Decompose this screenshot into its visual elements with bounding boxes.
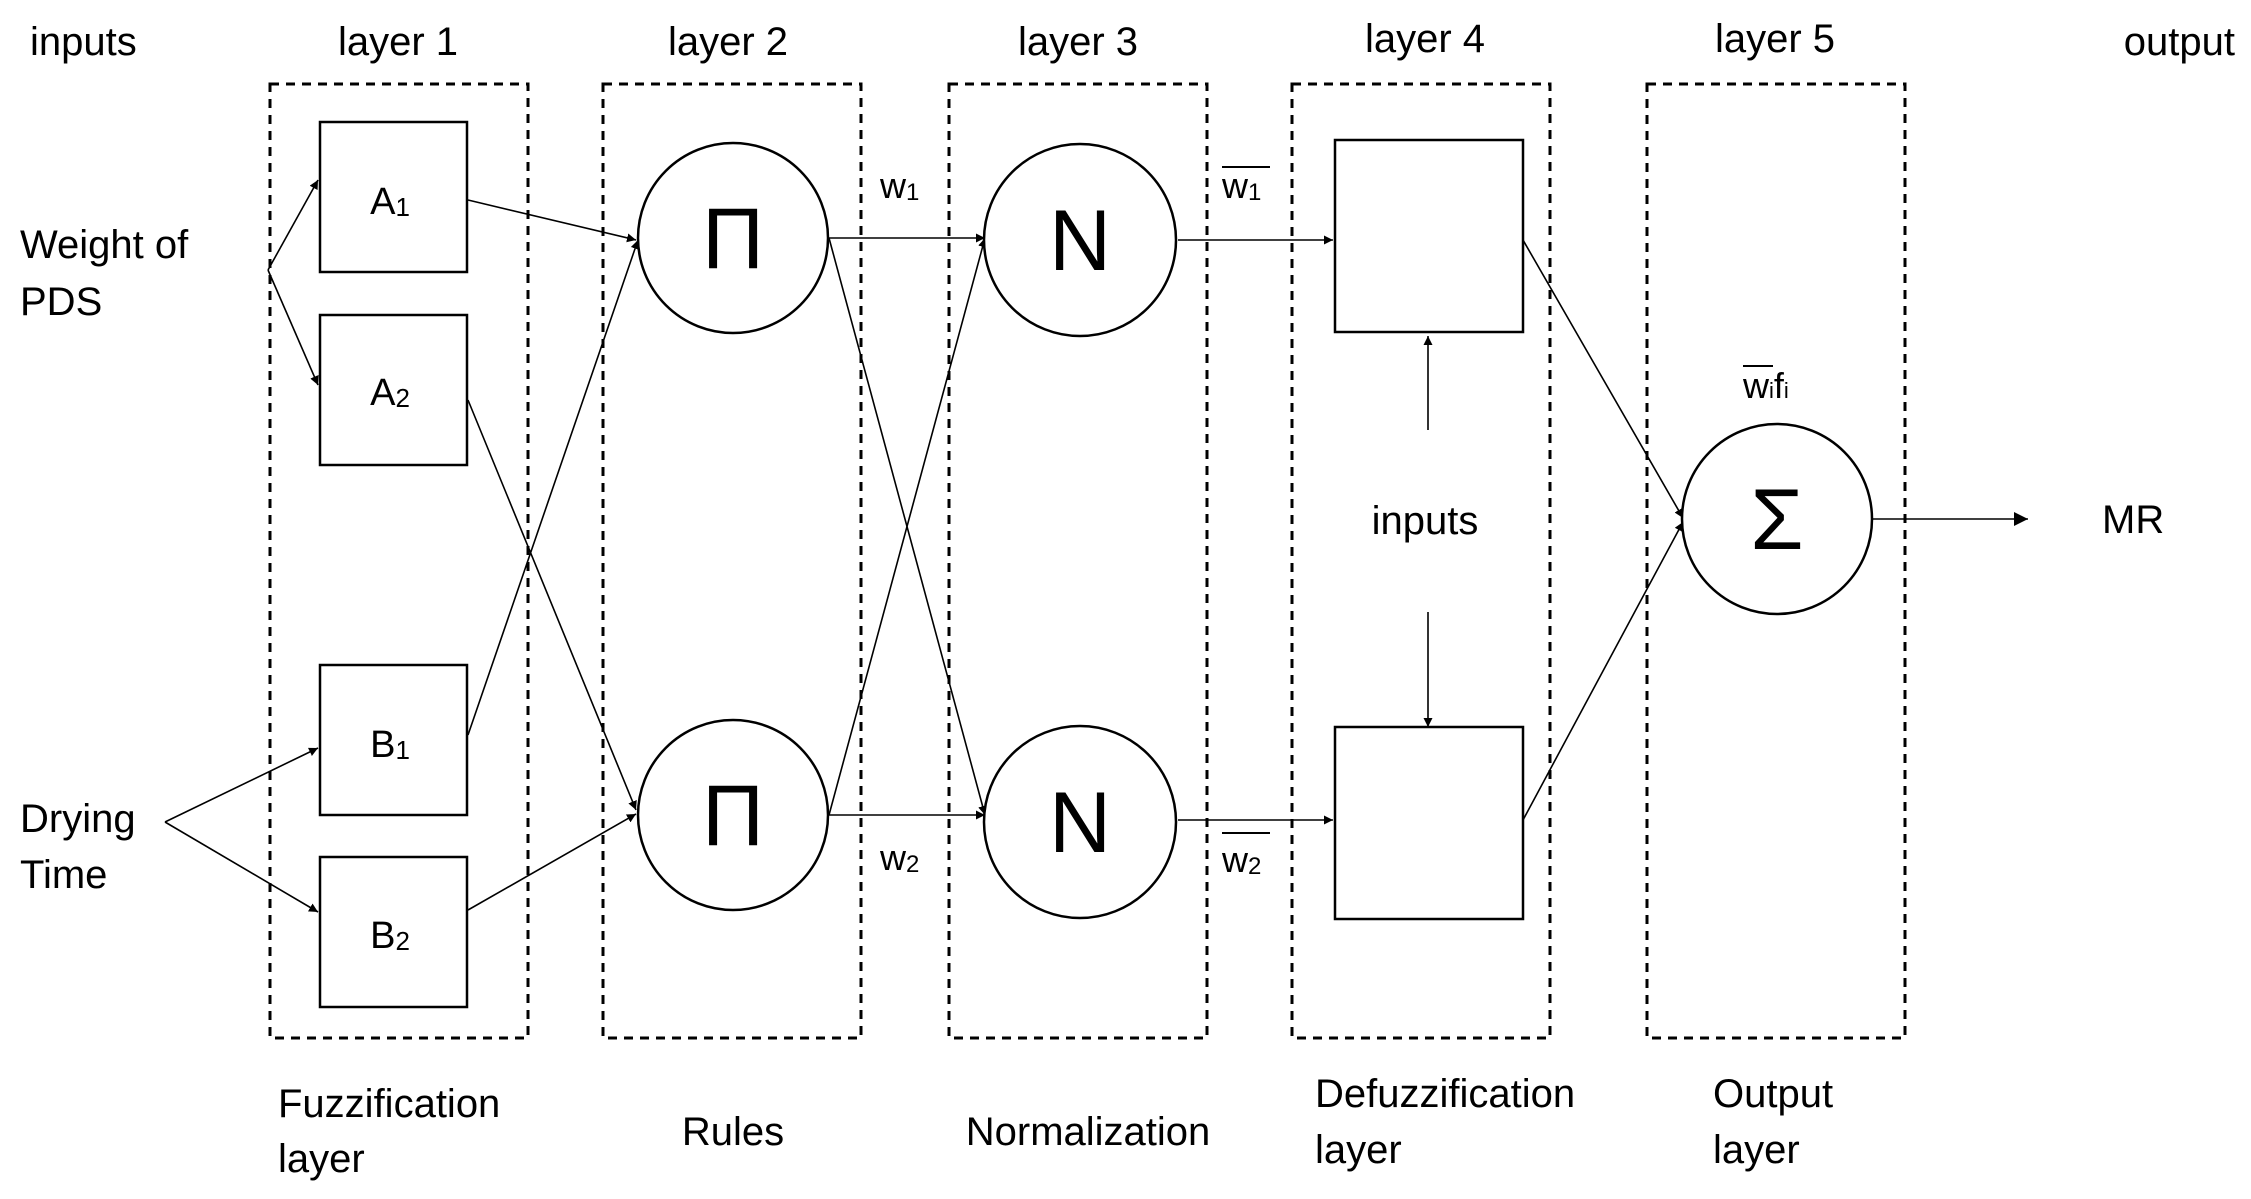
normalization-symbol-n-2: N [1049,775,1111,871]
summation-node-sigma [1680,422,1874,616]
rule-symbol-pi-1: Π [702,191,764,287]
header-layer-5: layer 5 [1715,17,1835,61]
normalization-node-n-1 [982,142,1178,338]
normalization-node-n-2 [982,724,1178,920]
edge-drying-to-b2 [164,821,319,913]
bottom-label-fuzzification-line1: Fuzzification [278,1082,500,1126]
rule-node-pi-1 [636,141,830,335]
edge-drying-to-b1 [164,747,319,823]
header-layer-2: layer 2 [668,20,788,64]
bottom-label-defuzzification-line1: Defuzzification [1315,1072,1575,1116]
input-drying-time-line1: Drying [20,797,136,841]
layer-4-frame [1290,82,1552,1040]
bottom-label-fuzzification-line2: layer [278,1137,365,1181]
membership-label-a2: A2 [370,372,410,414]
membership-box-b1 [318,663,469,817]
weight-label-w2: w2 [879,837,919,878]
layer-4-inputs-label: inputs [1372,499,1479,543]
header-inputs: inputs [30,20,137,64]
input-drying-time-line2: Time [20,853,107,897]
bottom-label-normalization: Normalization [966,1110,1211,1154]
edge-a2-to-pi2 [467,399,637,811]
membership-label-b2: B2 [370,915,410,957]
input-weight-of-pds-line2: PDS [20,280,102,324]
output-label-mr: MR [2102,498,2164,542]
layer-3-frame [947,82,1209,1040]
membership-box-a1 [318,120,469,274]
membership-box-b2 [318,855,469,1009]
header-output: output [2124,20,2235,64]
membership-box-a2 [318,313,469,467]
edge-defuzz2-to-sigma [1522,521,1684,821]
layer-1-frame [268,82,530,1040]
weight-label-w1: w1 [879,165,919,206]
edge-weight-to-a1 [267,179,319,271]
input-weight-of-pds-line1: Weight of [20,223,189,267]
bottom-label-defuzzification-line2: layer [1315,1128,1402,1172]
membership-label-b1: B1 [370,724,410,766]
weight-label-w2-bar: w2 [1221,839,1261,880]
layer-5-frame [1645,82,1907,1040]
summation-symbol-sigma: Σ [1750,472,1803,568]
weighted-output-label-wifi: wifi [1742,365,1789,406]
normalization-symbol-n-1: N [1049,193,1111,289]
header-layer-3: layer 3 [1018,20,1138,64]
edge-a1-to-pi1 [467,199,637,243]
rule-symbol-pi-2: Π [702,768,764,864]
header-layer-4: layer 4 [1365,17,1485,61]
membership-label-a1: A1 [370,181,410,223]
bottom-label-output-line1: Output [1713,1072,1833,1116]
bottom-label-output-line2: layer [1713,1128,1800,1172]
defuzzification-box-2 [1333,725,1525,921]
edge-b1-to-pi1 [467,239,640,736]
rule-node-pi-2 [636,718,830,912]
edge-pi2-to-n1 [828,237,987,816]
edge-b2-to-pi2 [467,813,637,911]
edge-defuzz1-to-sigma [1522,239,1684,519]
header-layer-1: layer 1 [338,20,458,64]
bottom-label-rules: Rules [682,1110,784,1154]
defuzzification-box-1 [1333,138,1525,334]
layer-2-frame [601,82,863,1040]
edge-weight-to-a2 [267,269,319,386]
weight-label-w1-bar: w1 [1221,165,1261,206]
